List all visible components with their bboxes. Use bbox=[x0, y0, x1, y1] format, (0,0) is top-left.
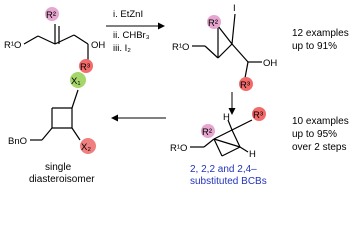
x2-label: X₂ bbox=[81, 142, 91, 153]
reagent-step3: iii. I₂ bbox=[113, 43, 131, 54]
r1o-label-cp: R¹O bbox=[172, 42, 189, 53]
r3-label: R³ bbox=[80, 62, 90, 73]
bno-label: BnO bbox=[8, 136, 27, 147]
oh-label-cp: OH bbox=[263, 58, 277, 69]
h-label-top: H bbox=[223, 112, 230, 123]
oh-label: OH bbox=[91, 40, 105, 51]
bcb-caption-line2: substituted BCBs bbox=[190, 176, 267, 187]
r3-label-cp: R³ bbox=[240, 80, 250, 91]
r2-label-cp: R² bbox=[208, 18, 218, 29]
starting-allylic-alcohol bbox=[23, 24, 89, 60]
bcb-product bbox=[190, 119, 253, 157]
single-label: single bbox=[45, 162, 72, 173]
step2-yield: up to 95% bbox=[292, 129, 337, 140]
r1o-label-bcb: R¹O bbox=[170, 143, 187, 154]
r2-label: R² bbox=[46, 10, 56, 21]
step1-yield: up to 91% bbox=[292, 41, 337, 52]
r2-label-bcb: R² bbox=[202, 127, 212, 138]
iodocyclopropane-product bbox=[192, 13, 262, 79]
bcb-caption-line1: 2, 2,2 and 2,4– bbox=[190, 164, 257, 175]
r3-label-bcb: R³ bbox=[253, 110, 263, 121]
r3-highlight-cp bbox=[239, 77, 253, 91]
reaction-scheme: R² R¹O OH R³ i. EtZnI ii. CHBr₃ iii. I₂ … bbox=[4, 3, 349, 187]
step2-examples: 10 examples bbox=[292, 116, 349, 127]
r2-highlight-cp bbox=[207, 15, 221, 29]
r3-highlight-bcb bbox=[252, 107, 266, 121]
r2-highlight-bcb bbox=[201, 124, 215, 138]
h-label-right: H bbox=[249, 149, 256, 160]
x1-label: X₁ bbox=[71, 76, 81, 87]
x1-highlight bbox=[70, 72, 86, 88]
iodine-label: I bbox=[233, 3, 236, 14]
diastereoisomer-label: diasteroisomer bbox=[29, 174, 95, 185]
cyclobutane-product bbox=[30, 89, 81, 141]
reagent-step2: ii. CHBr₃ bbox=[113, 30, 150, 41]
step1-examples: 12 examples bbox=[292, 28, 349, 39]
step2-steps: over 2 steps bbox=[292, 142, 346, 153]
r1o-label: R¹O bbox=[4, 40, 21, 51]
r3-highlight bbox=[79, 59, 93, 73]
r2-highlight bbox=[45, 7, 59, 21]
reagent-step1: i. EtZnI bbox=[113, 9, 143, 20]
x2-highlight bbox=[80, 138, 96, 154]
